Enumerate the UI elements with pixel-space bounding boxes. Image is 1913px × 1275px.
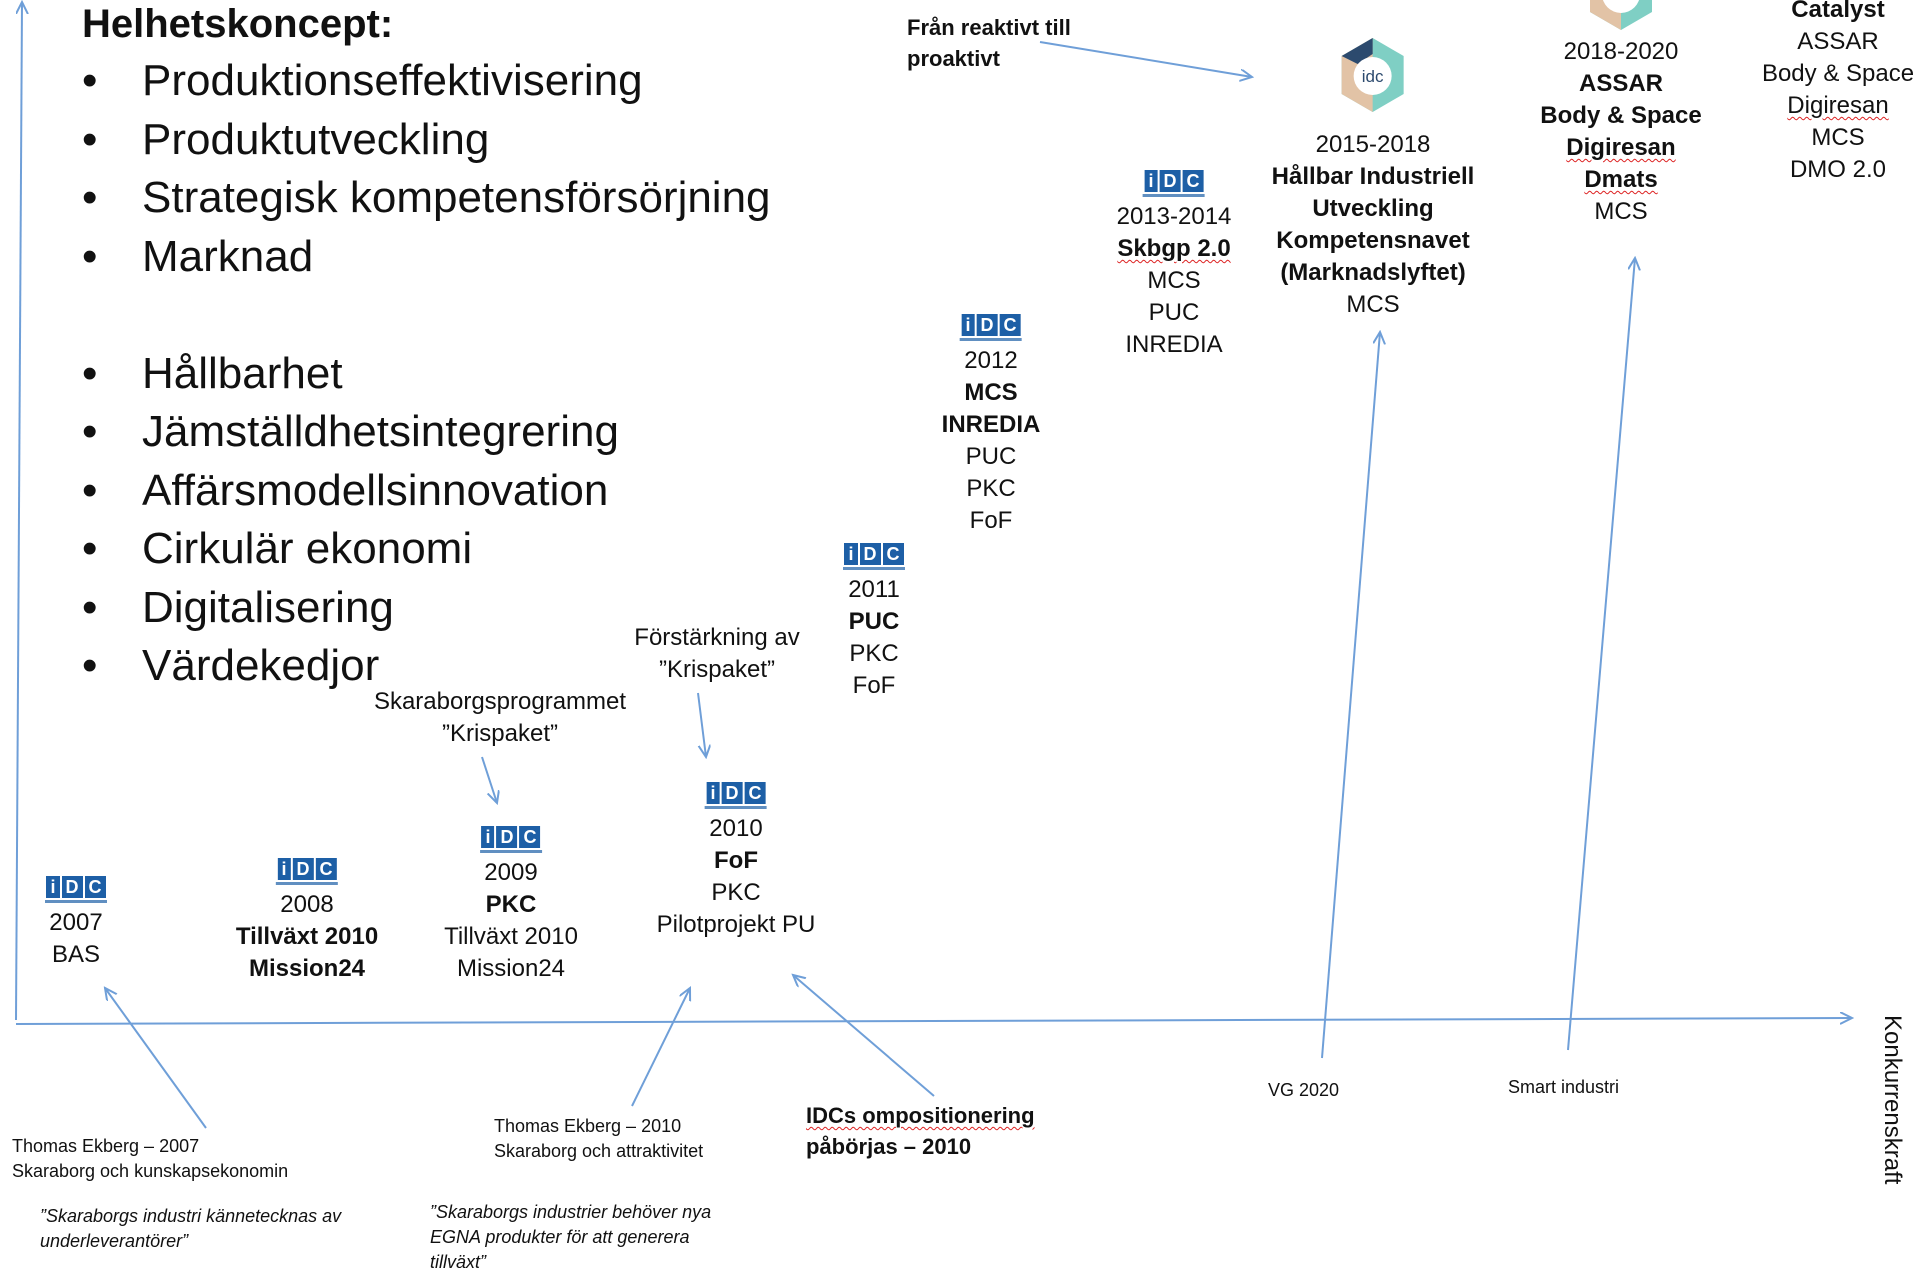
annotation-skaraborgsprog: Skaraborgsprogrammet ”Krispaket”	[373, 688, 627, 747]
annotation-reaktivt: Från reaktivt till proaktivt	[907, 15, 1071, 71]
y-axis	[15, 2, 22, 1021]
arrow-vg2020	[1321, 332, 1380, 1059]
x-axis	[15, 1018, 1852, 1025]
concept-item: •Cirkulär ekonomi	[82, 524, 473, 573]
arrow-smart	[1567, 258, 1635, 1051]
concept-title: Helhetskoncept:	[82, 2, 394, 46]
milestone-2018-2020: 2018-2020 ASSAR Body & Space Digiresan D…	[1540, 38, 1702, 225]
concept-item: •Produktutveckling	[82, 114, 490, 164]
annotation-vg2020: VG 2020	[1268, 1080, 1340, 1100]
arrow-reaktivt	[1039, 41, 1252, 77]
quote-2007: ”Skaraborgs industri kännetecknas av und…	[40, 1206, 342, 1251]
annotation-ekberg2010: Thomas Ekberg – 2010 Skaraborg och attra…	[494, 1116, 704, 1161]
annotation-omposition: IDCs ompositionering påbörjas – 2010	[806, 1103, 1035, 1159]
milestone-catalyst: Catalyst ASSAR Body & Space Digiresan MC…	[1761, 0, 1913, 183]
annotation-ekberg2007: Thomas Ekberg – 2007 Skaraborg och kunsk…	[12, 1136, 289, 1181]
annotation-forstarkning: Förstärkning av ”Krispaket”	[634, 624, 800, 683]
svg-text:idc: idc	[1610, 0, 1632, 4]
concept-item: •Värdekedjor	[82, 641, 380, 690]
concept-item: •Hållbarhet	[82, 348, 343, 398]
arrow-forstarkning	[697, 692, 706, 757]
concept-item: •Marknad	[82, 231, 314, 281]
quote-2010: ”Skaraborgs industrier behöver nya EGNA …	[430, 1202, 712, 1272]
milestone-2015-2018: idc 2015-2018 Hållbar Industriell Utveck…	[1272, 36, 1474, 321]
arrow-ekberg2007	[105, 988, 207, 1129]
idc-hex-logo-icon: idc	[1342, 38, 1404, 112]
svg-text:idc: idc	[1362, 67, 1384, 86]
concept-list: •Produktionseffektivisering •Produktutve…	[82, 52, 771, 696]
concept-item: •Jämställdhetsintegrering	[82, 407, 619, 456]
arrow-ekberg2010	[631, 988, 690, 1107]
arrow-skaraborgsprog	[481, 756, 497, 803]
concept-item: •Strategisk kompetensförsörjning	[82, 173, 771, 222]
axis-label-konkurrenskraft: Konkurrenskraft	[1879, 1015, 1906, 1185]
arrow-omposition	[793, 975, 935, 1097]
list-spacer	[82, 286, 771, 345]
concept-item: •Produktionseffektivisering	[82, 56, 643, 105]
concept-item: •Affärsmodellsinnovation	[82, 465, 609, 515]
annotation-smart-industri: Smart industri	[1508, 1077, 1620, 1097]
concept-item: •Digitalisering	[82, 582, 394, 632]
idc-hex-logo-partial-icon: idc	[1590, 0, 1652, 30]
